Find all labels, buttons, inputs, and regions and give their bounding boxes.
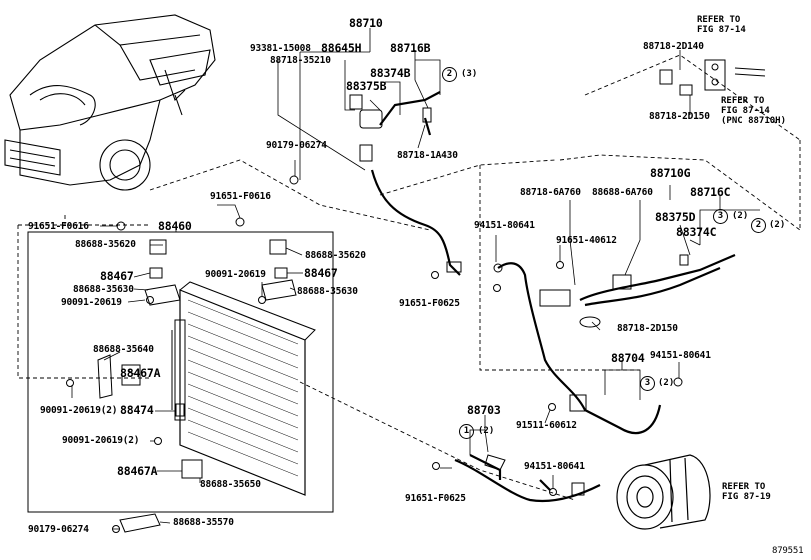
callout-circle-1: 1	[459, 424, 474, 439]
label-88704: 88704	[611, 351, 645, 365]
label-91511-60612: 91511-60612	[516, 420, 577, 431]
label-88688-6A760: 88688-6A760	[592, 187, 653, 198]
label-88375B: 88375B	[346, 79, 387, 93]
label-88460: 88460	[158, 219, 192, 233]
callout-circle-3-lower: 3	[640, 376, 655, 391]
condenser-frame	[27, 231, 334, 513]
label-88716C: 88716C	[690, 185, 731, 199]
leader-lines	[71, 28, 760, 530]
label-93381-15008: 93381-15008	[250, 43, 311, 54]
label-88718-2D140: 88718-2D140	[643, 41, 704, 52]
label-88688-35620-right: 88688-35620	[305, 250, 366, 261]
callout-qty-1: (2)	[478, 426, 495, 436]
label-91651-F0616-upper: 91651-F0616	[210, 191, 271, 202]
label-88688-35630-right: 88688-35630	[297, 286, 358, 297]
label-88688-35570: 88688-35570	[173, 517, 234, 528]
label-88718-2D150-mid: 88718-2D150	[617, 323, 678, 334]
label-91651-40612: 91651-40612	[556, 235, 617, 246]
label-88375D: 88375D	[655, 210, 696, 224]
label-90179-06274-bottom: 90179-06274	[28, 524, 89, 535]
diagram-id: 879551	[772, 546, 804, 556]
label-88688-35630-left: 88688-35630	[73, 284, 134, 295]
label-91651-F0625-upper: 91651-F0625	[399, 298, 460, 309]
vehicle-illustration	[4, 14, 216, 191]
label-88718-2D150-top: 88718-2D150	[649, 111, 710, 122]
callout-qty-2-top: (3)	[461, 69, 478, 79]
label-90091-20619-2-lower: 90091-20619(2)	[62, 435, 140, 446]
label-88374B: 88374B	[370, 66, 411, 80]
label-88718-35210: 88718-35210	[270, 55, 331, 66]
label-91651-F0616-left: 91651-F0616	[28, 221, 89, 232]
fittings	[66, 59, 766, 533]
label-88467A-upper: 88467A	[120, 366, 161, 380]
callout-circle-3-right: 3	[713, 209, 728, 224]
label-88467-right: 88467	[304, 266, 338, 280]
label-90179-06274-top: 90179-06274	[266, 140, 327, 151]
callout-circle-2-top: 2	[442, 67, 457, 82]
label-88716B: 88716B	[390, 41, 431, 55]
compressor	[616, 454, 711, 530]
callout-qty-3-lower: (2)	[658, 378, 675, 388]
label-94151-80641-right: 94151-80641	[650, 350, 711, 361]
label-88467A-lower: 88467A	[117, 464, 158, 478]
label-91651-F0625-lower: 91651-F0625	[405, 493, 466, 504]
label-88688-35640: 88688-35640	[93, 344, 154, 355]
label-90091-20619-mid: 90091-20619	[205, 269, 266, 280]
refer-note-fig-87-14-pnc: REFER TO FIG 87-14 (PNC 88710H)	[721, 96, 787, 126]
label-94151-80641-lower: 94151-80641	[524, 461, 585, 472]
label-88467-left: 88467	[100, 269, 134, 283]
label-88688-35620-left: 88688-35620	[75, 239, 136, 250]
refer-note-fig-87-19: REFER TO FIG 87-19	[722, 482, 771, 502]
label-90091-20619-left: 90091-20619	[61, 297, 122, 308]
label-88718-6A760: 88718-6A760	[520, 187, 581, 198]
condenser	[171, 281, 316, 496]
label-88718-1A430: 88718-1A430	[397, 150, 458, 161]
callout-qty-2-right: (2)	[769, 220, 786, 230]
refer-note-fig-87-14-top: REFER TO FIG 87-14	[697, 15, 746, 35]
label-88710: 88710	[349, 16, 383, 30]
callout-qty-3-right: (2)	[732, 211, 749, 221]
group-frames	[17, 54, 801, 501]
label-88688-35650: 88688-35650	[200, 479, 261, 490]
label-88703: 88703	[467, 403, 501, 417]
label-88645H: 88645H	[321, 41, 362, 55]
label-88474: 88474	[120, 403, 154, 417]
label-88710G: 88710G	[650, 166, 691, 180]
callout-circle-2-right: 2	[751, 218, 766, 233]
label-88374C: 88374C	[676, 225, 717, 239]
label-90091-20619-2-left: 90091-20619(2)	[40, 405, 118, 416]
label-94151-80641-upper: 94151-80641	[474, 220, 535, 231]
pipes	[370, 91, 736, 503]
